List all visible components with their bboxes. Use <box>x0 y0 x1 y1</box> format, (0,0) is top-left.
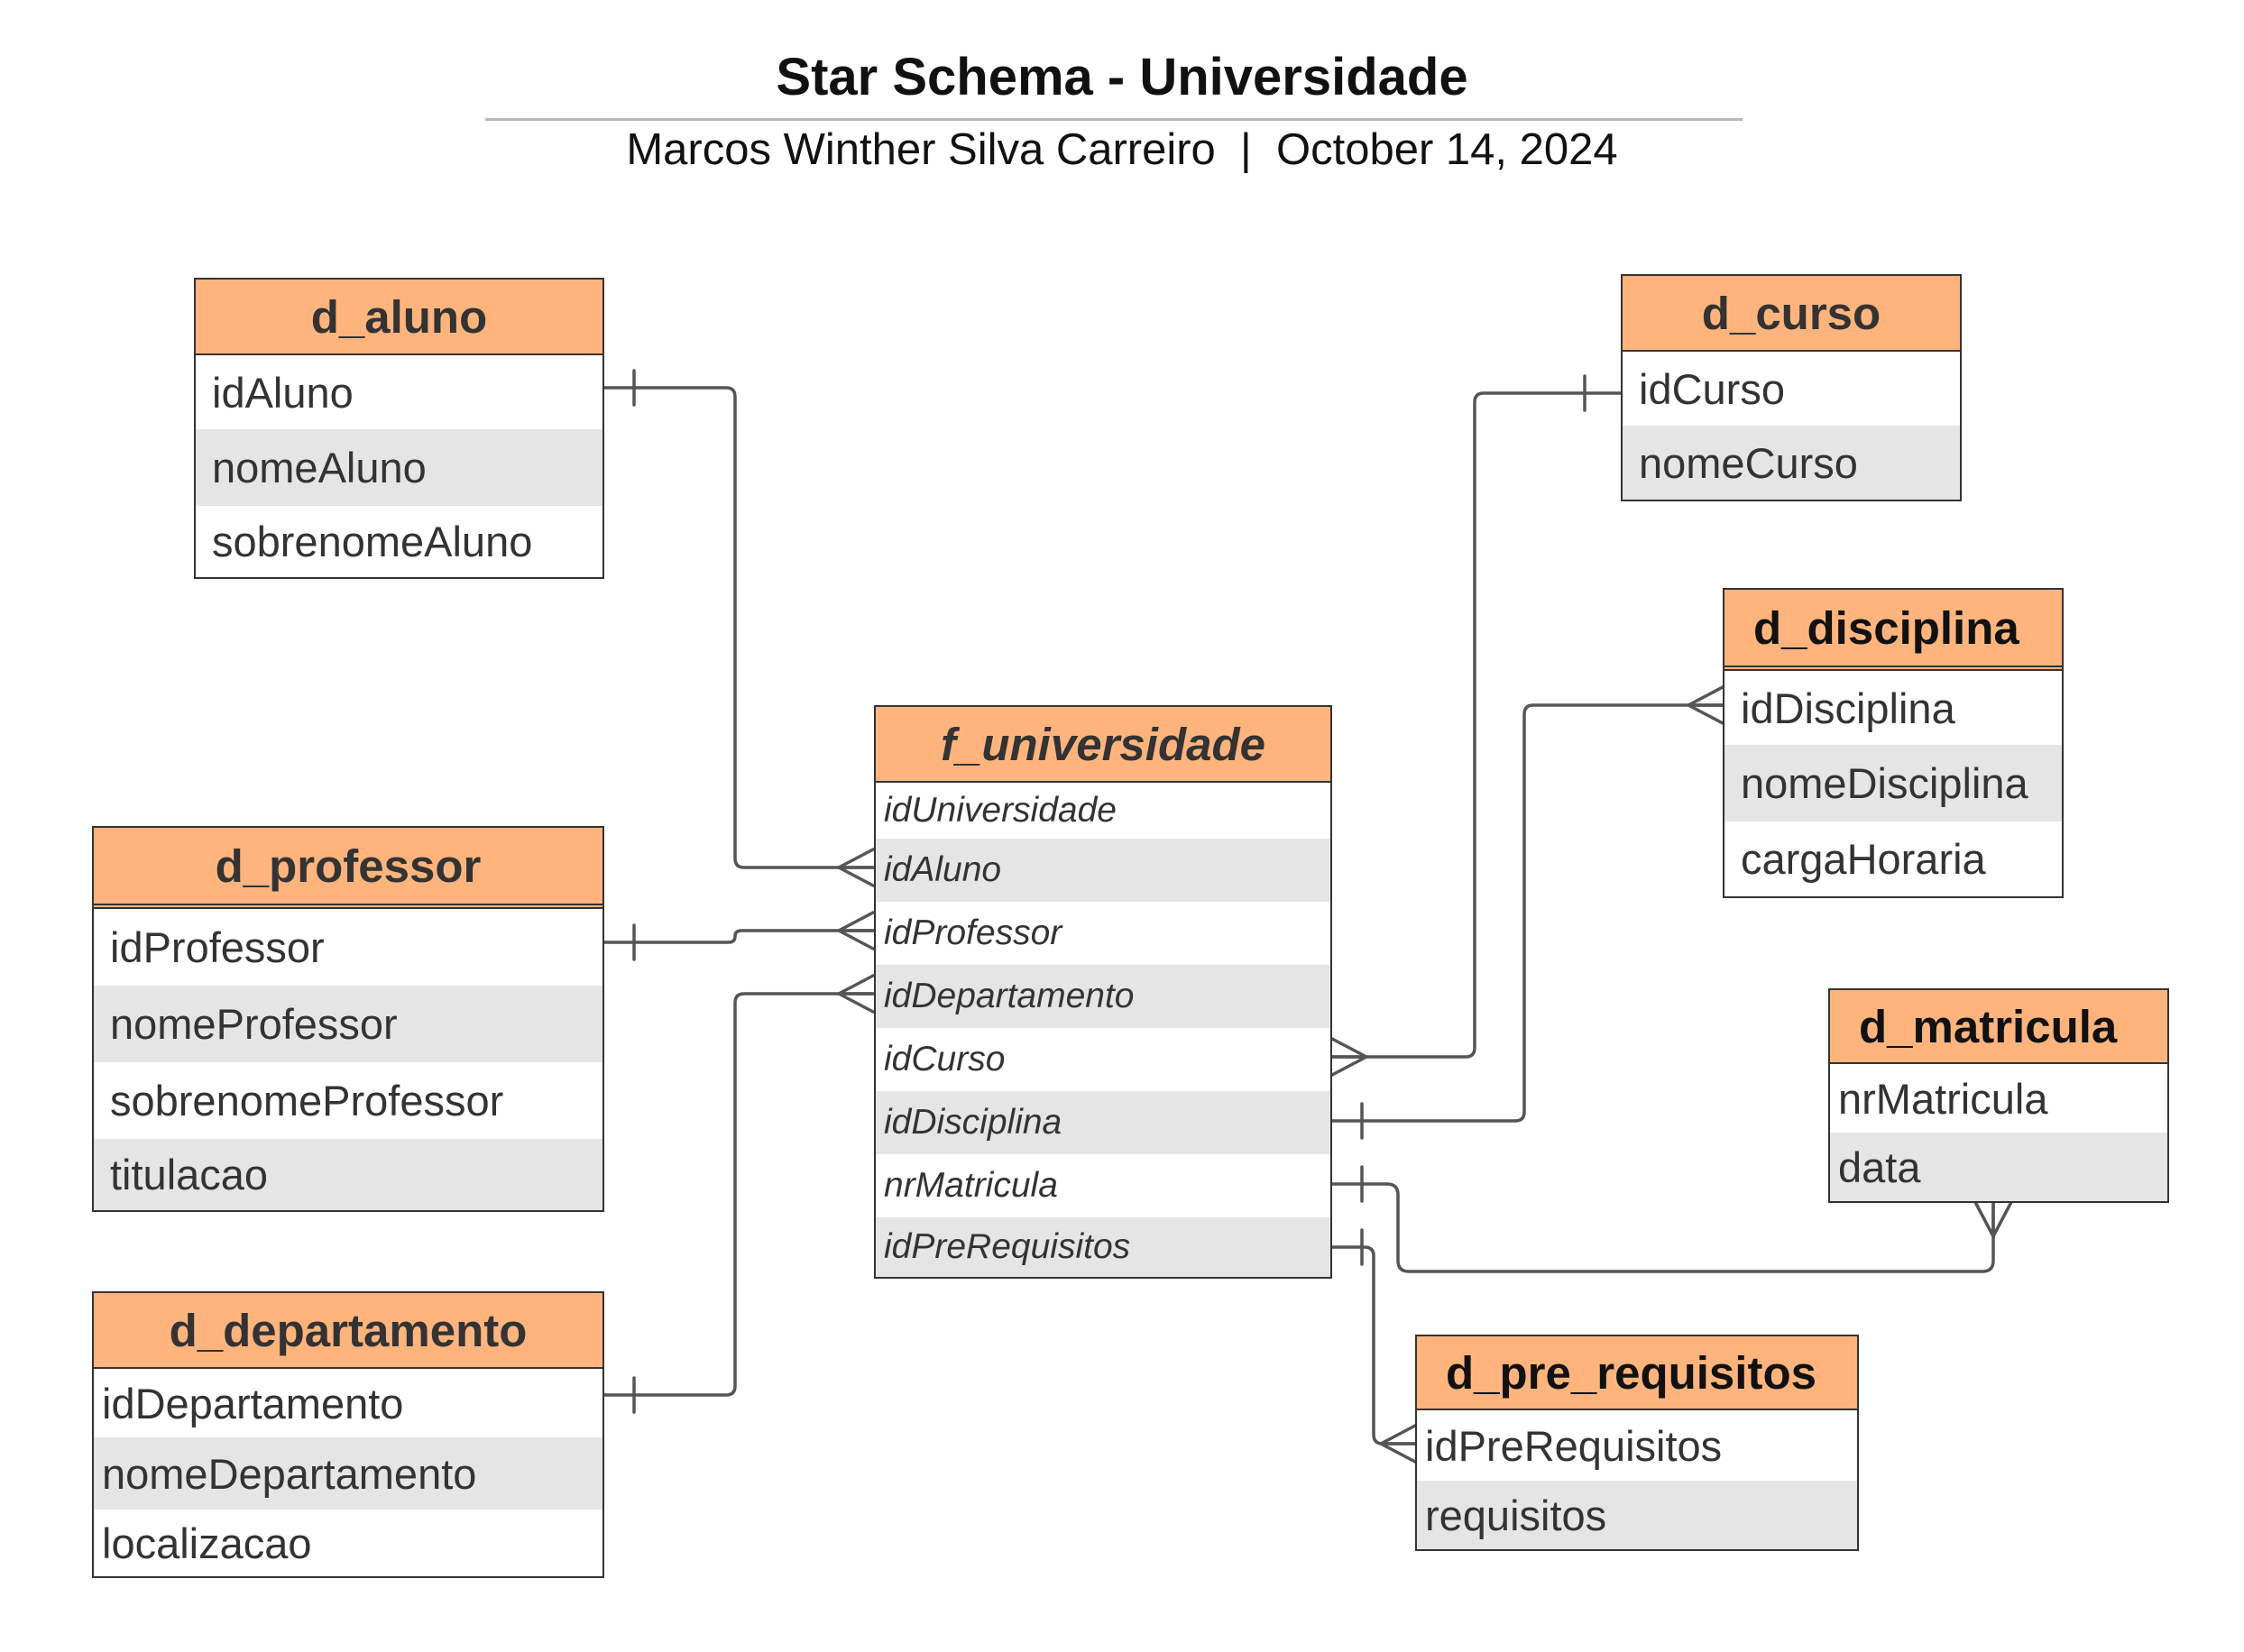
field-row: data <box>1830 1133 2167 1201</box>
table-f-universidade[interactable]: f_universidade idUniversidade idAluno id… <box>874 705 1332 1279</box>
many-marker <box>837 911 875 950</box>
field-row: idCurso <box>884 1040 1006 1078</box>
field-row: idProfessor <box>884 913 1062 952</box>
field-row: idDepartamento <box>876 965 1330 1028</box>
field-row: idDisciplina <box>876 1091 1330 1154</box>
table-header: f_universidade <box>876 707 1330 783</box>
field-row: sobrenomeProfessor <box>110 1077 504 1124</box>
field-row: idAluno <box>876 839 1330 902</box>
field-row: idProfessor <box>110 923 325 971</box>
table-d-disciplina[interactable]: d_disciplina idDisciplina nomeDisciplina… <box>1723 588 2064 898</box>
field-row: idPreRequisitos <box>876 1217 1330 1277</box>
field-row: nomeCurso <box>1623 426 1960 500</box>
table-d-pre-requisitos[interactable]: d_pre_requisitos idPreRequisitos requisi… <box>1415 1335 1859 1551</box>
table-d-departamento[interactable]: d_departamento idDepartamento nomeDepart… <box>92 1291 604 1578</box>
table-header: d_disciplina <box>1724 590 2062 671</box>
connector-professor[interactable] <box>602 911 875 961</box>
connector-disciplina[interactable] <box>1330 685 1724 1140</box>
many-marker <box>1687 685 1724 725</box>
table-d-curso[interactable]: d_curso idCurso nomeCurso <box>1621 274 1962 501</box>
table-header: d_aluno <box>196 280 602 355</box>
connector-matricula[interactable] <box>1330 1165 2013 1273</box>
field-row: idAluno <box>212 368 354 417</box>
many-marker <box>1330 1037 1368 1077</box>
diagram-title: Star Schema - Universidade <box>776 48 1468 106</box>
many-marker <box>1973 1200 2013 1238</box>
field-row: idDepartamento <box>102 1379 404 1427</box>
table-header: d_pre_requisitos <box>1417 1336 1857 1410</box>
field-row: nomeProfessor <box>94 986 602 1062</box>
table-header: d_curso <box>1623 276 1960 352</box>
field-row: localizacao <box>102 1519 312 1567</box>
connector-departamento[interactable] <box>602 974 875 1414</box>
table-header: d_matricula <box>1830 990 2167 1064</box>
connector-pre-requisitos[interactable] <box>1330 1228 1417 1464</box>
table-header: d_departamento <box>94 1293 602 1369</box>
field-row: nomeDepartamento <box>94 1437 602 1510</box>
field-row: idCurso <box>1639 364 1785 413</box>
field-row: idDisciplina <box>1741 684 1955 732</box>
field-row: nrMatricula <box>884 1166 1058 1205</box>
field-row: nomeAluno <box>196 429 602 506</box>
field-row: sobrenomeAluno <box>212 518 533 565</box>
table-header: d_professor <box>94 828 602 909</box>
table-d-matricula[interactable]: d_matricula nrMatricula data <box>1828 988 2169 1203</box>
field-row: nrMatricula <box>1838 1074 2048 1123</box>
many-marker <box>1379 1424 1417 1464</box>
diagram-subtitle: Marcos Winther Silva Carreiro | October … <box>626 125 1618 174</box>
many-marker <box>837 848 875 887</box>
field-row: idPreRequisitos <box>1425 1421 1723 1470</box>
field-row: titulacao <box>94 1139 602 1210</box>
connector-aluno[interactable] <box>602 369 875 887</box>
field-row: nomeDisciplina <box>1724 745 2062 821</box>
table-d-professor[interactable]: d_professor idProfessor nomeProfessor so… <box>92 826 604 1212</box>
many-marker <box>837 974 875 1014</box>
field-row: requisitos <box>1417 1481 1857 1549</box>
field-row: cargaHoraria <box>1741 835 1986 883</box>
table-d-aluno[interactable]: d_aluno idAluno nomeAluno sobrenomeAluno <box>194 278 604 579</box>
field-row: idUniversidade <box>884 791 1117 830</box>
title-divider <box>485 118 1743 121</box>
connector-curso[interactable] <box>1330 374 1623 1077</box>
